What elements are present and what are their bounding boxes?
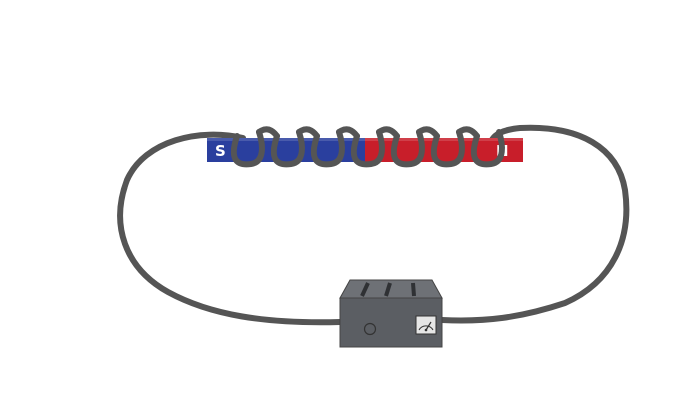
coil-turn (430, 129, 465, 168)
coil-turn (270, 129, 305, 168)
meter-top-face (339, 279, 443, 299)
circuit-wire (117, 124, 630, 326)
coil-turn (310, 129, 345, 168)
knob-icon (363, 322, 377, 336)
coil-turn (350, 129, 385, 168)
galvanometer-gauge-icon (415, 315, 437, 335)
south-pole-label: S (215, 142, 226, 160)
wire-coil (230, 126, 505, 168)
wire-left-loop (117, 131, 343, 326)
galvanometer (339, 279, 443, 348)
coil-turn (390, 129, 425, 168)
coil-turn (470, 129, 505, 168)
wire-right-loop (439, 124, 630, 324)
meter-vents (360, 282, 416, 297)
meter-vent (360, 282, 370, 297)
coil-turn (230, 129, 265, 168)
magnet-top-highlight (207, 138, 523, 141)
meter-vent (384, 282, 392, 297)
meter-vent (411, 282, 416, 297)
